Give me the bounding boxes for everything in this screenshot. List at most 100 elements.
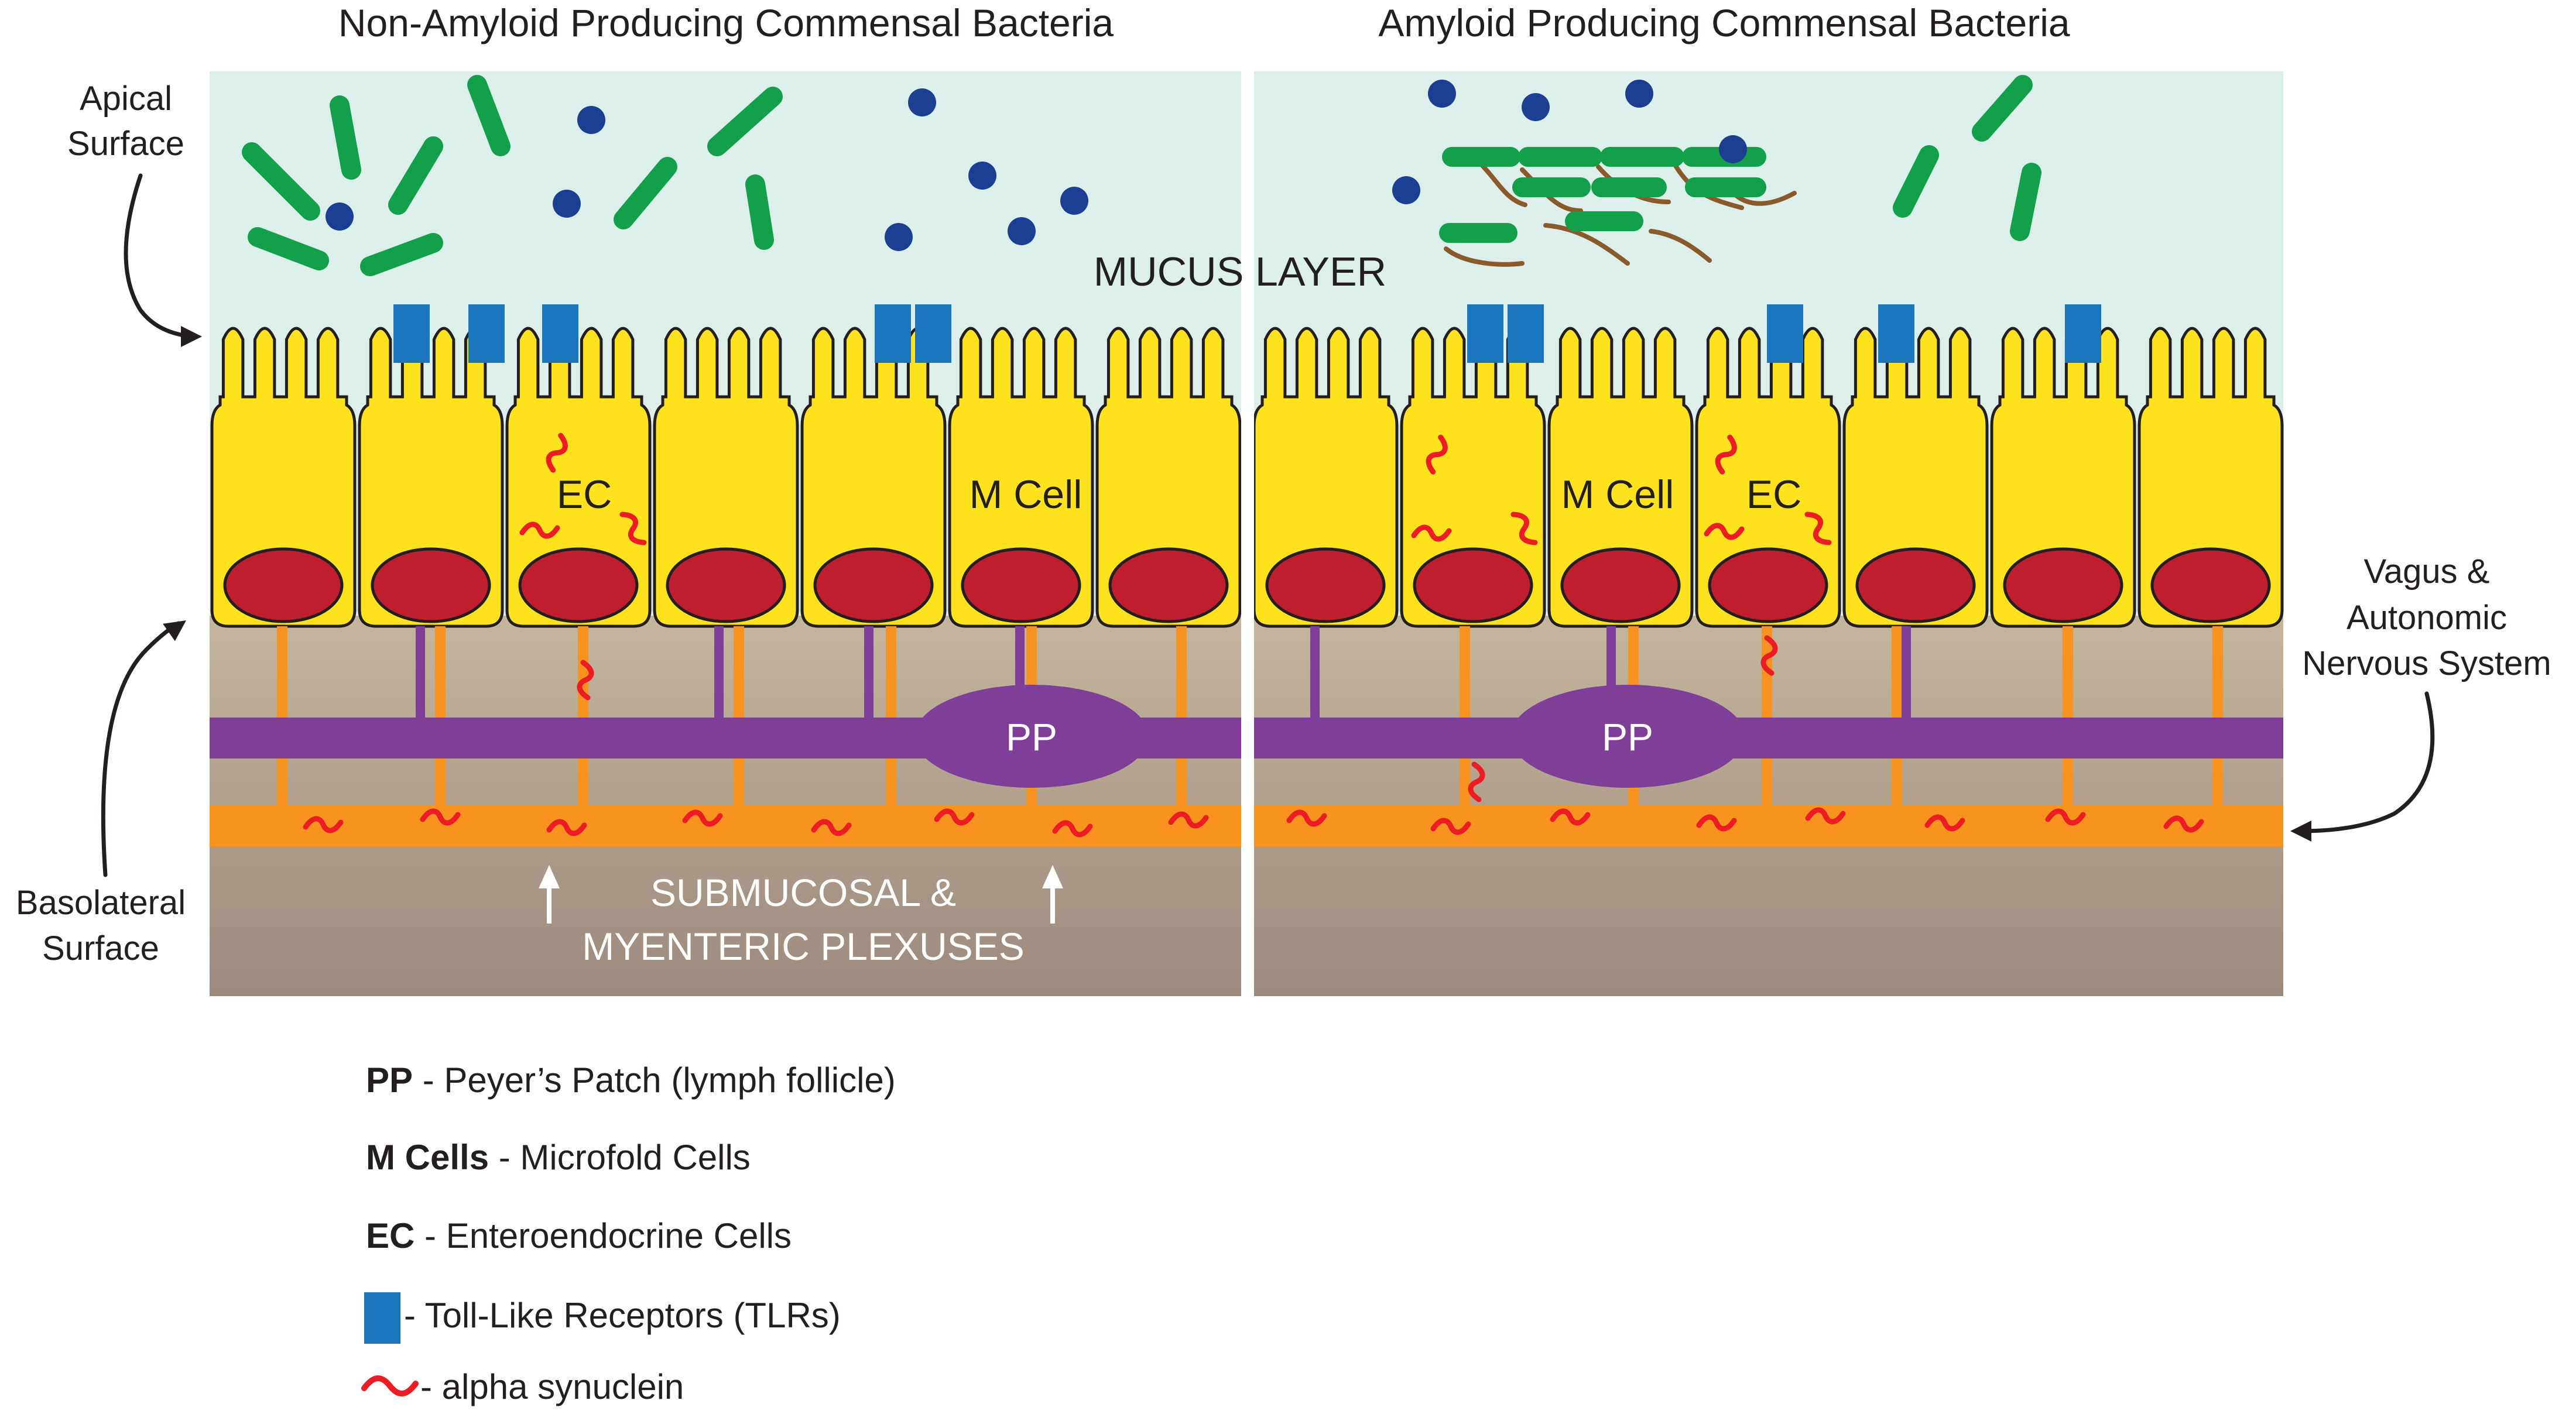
cell-nucleus bbox=[1855, 547, 1976, 623]
molecule-dot bbox=[553, 190, 581, 218]
bacterium-rod bbox=[614, 157, 677, 229]
plexus-label-line2: MYENTERIC PLEXUSES bbox=[582, 925, 1025, 968]
pp-label-right: PP bbox=[1602, 715, 1653, 759]
alpha-synuclein-band bbox=[1430, 818, 1471, 835]
epithelial-cells bbox=[210, 327, 2284, 628]
epithelial-cell bbox=[1547, 327, 1694, 628]
bacterium-rod bbox=[242, 142, 320, 221]
molecule-dot bbox=[1428, 80, 1456, 108]
mucus-layer-label: MUCUS LAYER bbox=[1094, 249, 1386, 294]
cell-nucleus bbox=[1708, 547, 1828, 623]
pointer-arrows bbox=[101, 173, 2435, 924]
bacterium-rod bbox=[1972, 75, 2033, 142]
cell-nucleus bbox=[2150, 547, 2271, 623]
alpha-synuclein-band bbox=[303, 816, 344, 833]
cell-nucleus bbox=[961, 547, 1081, 623]
basolateral-arrow bbox=[101, 621, 181, 877]
alpha-synuclein-connector bbox=[1760, 635, 1778, 676]
alpha-synuclein-band bbox=[2045, 808, 2086, 826]
alpha-synuclein-cell bbox=[1510, 512, 1538, 545]
alpha-synuclein-band bbox=[682, 809, 723, 827]
epithelial-cell bbox=[358, 327, 504, 628]
alpha-synuclein-band bbox=[1550, 808, 1591, 826]
apical-label-line2: Surface bbox=[67, 125, 184, 163]
tlr-receptor bbox=[1878, 304, 1914, 363]
molecule-dot bbox=[1060, 187, 1088, 215]
lymph-band-right bbox=[1254, 718, 2283, 759]
tlr-receptor bbox=[1767, 304, 1803, 363]
amyloid-fibril bbox=[1444, 246, 1525, 267]
legend-ec-term: EC bbox=[366, 1216, 415, 1255]
legend-ec-desc: - Enteroendocrine Cells bbox=[415, 1216, 792, 1255]
alpha-synuclein-band bbox=[1924, 814, 1965, 832]
alpha-synuclein-band bbox=[934, 808, 975, 826]
amyloid-fibril bbox=[1520, 167, 1583, 213]
cell-nucleus bbox=[813, 547, 934, 623]
alpha-synuclein-band bbox=[1168, 811, 1209, 829]
bacterium-rod bbox=[1893, 145, 1939, 218]
lymph-connector bbox=[1310, 626, 1320, 720]
bacterium-rod bbox=[707, 87, 783, 156]
molecule-dot bbox=[1392, 176, 1420, 204]
alpha-synuclein-band bbox=[546, 819, 587, 836]
bacterium-rod bbox=[2010, 163, 2041, 241]
alpha-synuclein-band bbox=[1696, 814, 1737, 832]
lymph-connector bbox=[714, 626, 724, 720]
vagus-label-line3: Nervous System bbox=[2302, 644, 2551, 682]
epithelial-cell bbox=[505, 327, 652, 628]
vagus-arrow-head bbox=[2290, 821, 2311, 842]
alpha-synuclein-cell bbox=[546, 433, 568, 473]
bacterium-rod bbox=[388, 136, 443, 215]
peyers-patch-left bbox=[914, 685, 1149, 788]
apical-label-line1: Apical bbox=[80, 80, 172, 118]
legend-tlr-desc: - Toll-Like Receptors (TLRs) bbox=[404, 1296, 841, 1335]
legend-pp-term: PP bbox=[366, 1060, 413, 1100]
legend-synuclein: - alpha synuclein bbox=[420, 1367, 684, 1406]
m-cell-label-right: M Cell bbox=[1561, 472, 1674, 517]
molecule-dot bbox=[968, 162, 996, 190]
vagus-label-line1: Vagus & bbox=[2364, 552, 2490, 591]
alpha-synuclein-band bbox=[2163, 815, 2204, 833]
legend-ec: EC - Enteroendocrine Cells bbox=[366, 1216, 792, 1255]
alpha-synuclein-cell bbox=[1426, 434, 1448, 475]
epithelial-cell bbox=[210, 327, 357, 628]
molecule-dot bbox=[1625, 80, 1653, 108]
alpha-synuclein-cell bbox=[519, 521, 560, 539]
bacterium-rod bbox=[248, 227, 329, 270]
tlr-receptor bbox=[2065, 304, 2101, 363]
alpha-synuclein-connector bbox=[577, 660, 594, 701]
legend-m-cells-desc: - Microfold Cells bbox=[489, 1138, 751, 1177]
alpha-synuclein-connector bbox=[1468, 761, 1485, 802]
right-panel-title: Amyloid Producing Commensal Bacteria bbox=[1378, 1, 2070, 44]
alpha-synuclein-marks bbox=[303, 433, 2204, 838]
basolateral-arrow-head bbox=[163, 620, 186, 641]
plexus-band-left bbox=[210, 805, 1241, 847]
basolateral-label-line1: Basolateral bbox=[16, 884, 186, 922]
epithelial-cell bbox=[653, 327, 799, 628]
plexus-band-right bbox=[1254, 805, 2283, 847]
cell-nucleus bbox=[666, 547, 786, 623]
cell-nucleus bbox=[1560, 547, 1681, 623]
cell-nucleus bbox=[1265, 547, 1386, 623]
peyers-patch-right bbox=[1510, 685, 1745, 788]
apical-arrow bbox=[124, 173, 196, 339]
lymph-connector bbox=[1902, 626, 1911, 720]
apical-arrow-head bbox=[181, 326, 202, 347]
metabolite-molecules bbox=[326, 80, 1747, 251]
tlr-receptor bbox=[468, 304, 505, 363]
alpha-synuclein-band bbox=[811, 819, 852, 836]
molecule-dot bbox=[1008, 217, 1036, 245]
legend-pp-desc: - Peyer’s Patch (lymph follicle) bbox=[413, 1060, 896, 1100]
molecule-dot bbox=[908, 88, 936, 116]
cell-nucleus bbox=[1413, 547, 1533, 623]
alpha-synuclein-cell bbox=[619, 512, 647, 545]
tlr-receptor bbox=[875, 304, 911, 363]
left-panel-title: Non-Amyloid Producing Commensal Bacteria bbox=[338, 1, 1114, 44]
legend-m-cells: M Cells - Microfold Cells bbox=[366, 1138, 751, 1177]
legend-synuclein-desc: - alpha synuclein bbox=[420, 1367, 684, 1406]
epithelial-cell bbox=[1842, 327, 1989, 628]
cell-nucleus bbox=[518, 547, 639, 623]
tlr-receptor bbox=[915, 304, 951, 363]
alpha-synuclein-cell bbox=[1411, 524, 1452, 542]
